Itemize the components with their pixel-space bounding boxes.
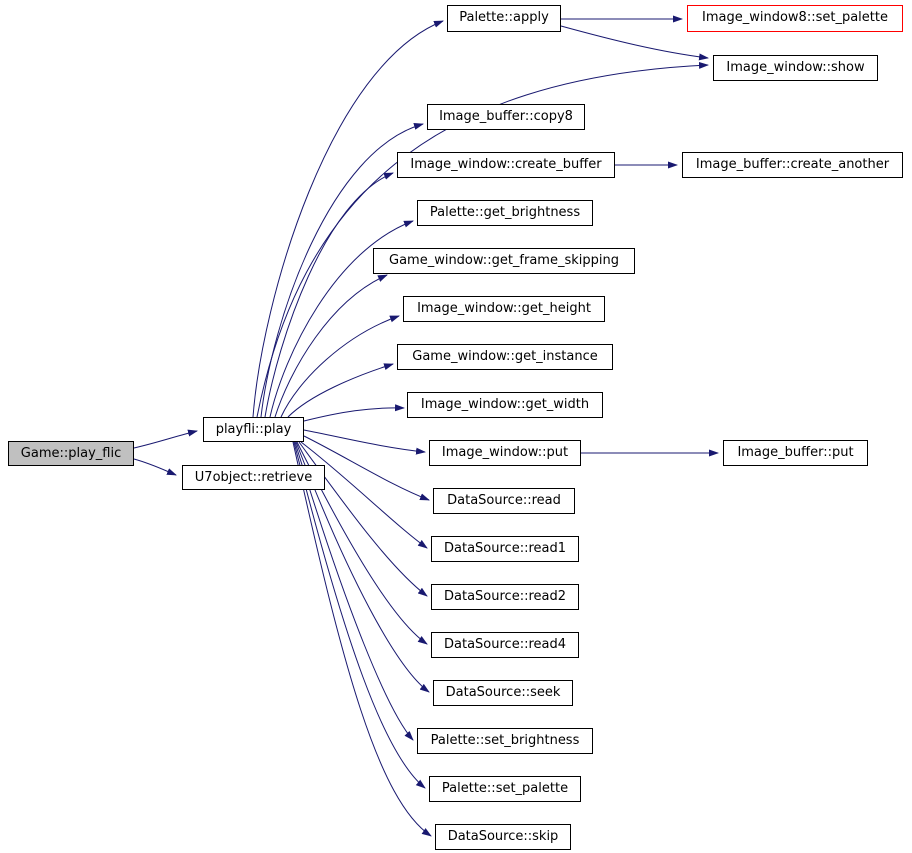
node-image-window-get-width[interactable]: Image_window::get_width: [407, 392, 603, 418]
node-palette-get-brightness[interactable]: Palette::get_brightness: [417, 200, 593, 226]
node-datasource-read[interactable]: DataSource::read: [433, 488, 575, 514]
node-datasource-read2[interactable]: DataSource::read2: [431, 584, 579, 610]
node-game-window-get-frame-skipping[interactable]: Game_window::get_frame_skipping: [373, 248, 635, 274]
node-image-window-put[interactable]: Image_window::put: [429, 440, 581, 466]
node-image-buffer-copy8[interactable]: Image_buffer::copy8: [427, 104, 585, 130]
node-playfli-play[interactable]: playfli::play: [203, 417, 304, 442]
node-image-window8-set-palette[interactable]: Image_window8::set_palette: [687, 5, 903, 32]
node-image-buffer-put[interactable]: Image_buffer::put: [723, 440, 868, 466]
node-image-window-get-height[interactable]: Image_window::get_height: [403, 296, 605, 322]
node-image-window-create-buffer[interactable]: Image_window::create_buffer: [397, 152, 615, 178]
node-palette-apply[interactable]: Palette::apply: [447, 5, 561, 32]
node-u7object-retrieve[interactable]: U7object::retrieve: [182, 465, 325, 490]
node-palette-set-brightness[interactable]: Palette::set_brightness: [417, 728, 593, 754]
node-datasource-read1[interactable]: DataSource::read1: [431, 536, 579, 562]
node-image-buffer-create-another[interactable]: Image_buffer::create_another: [682, 152, 903, 178]
node-game-play-flic: Game::play_flic: [8, 441, 134, 466]
node-game-window-get-instance[interactable]: Game_window::get_instance: [397, 344, 613, 370]
node-palette-set-palette[interactable]: Palette::set_palette: [429, 776, 581, 802]
node-datasource-read4[interactable]: DataSource::read4: [431, 632, 579, 658]
node-datasource-skip[interactable]: DataSource::skip: [435, 824, 571, 850]
node-image-window-show[interactable]: Image_window::show: [713, 55, 878, 81]
node-datasource-seek[interactable]: DataSource::seek: [433, 680, 573, 706]
